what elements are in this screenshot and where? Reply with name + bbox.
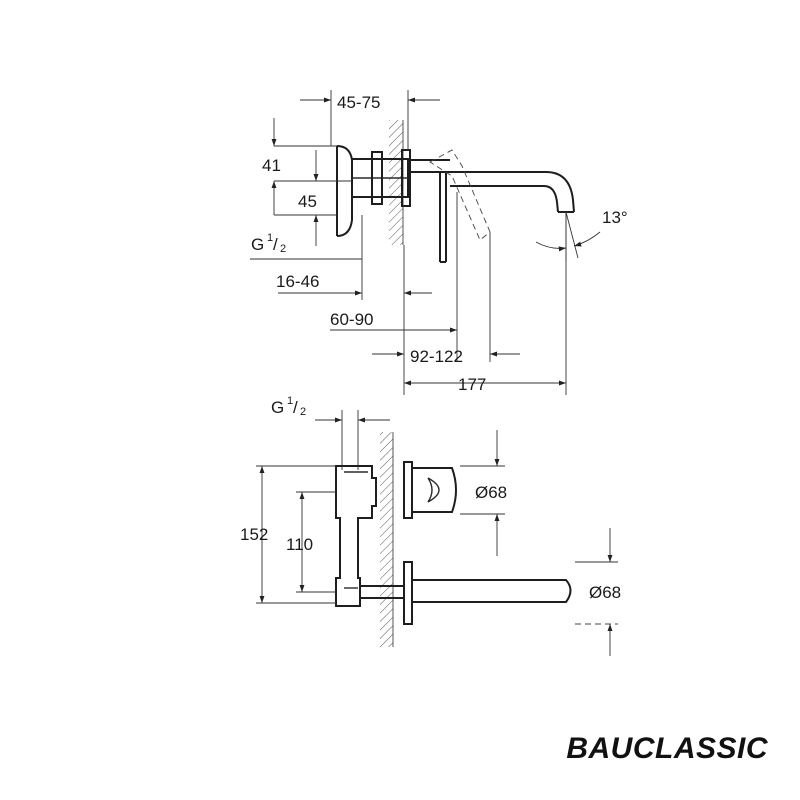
svg-text:2: 2 — [300, 406, 306, 418]
spout-top — [450, 171, 575, 213]
wall-section-top — [389, 120, 403, 245]
dim-total-height: 152 — [240, 525, 268, 544]
svg-text:2: 2 — [280, 243, 286, 255]
dim-height-top: 41 — [262, 156, 281, 175]
dim-thread-top: G — [251, 235, 264, 254]
concealed-body — [335, 465, 377, 607]
dim-inner-height: 110 — [286, 535, 313, 554]
brand-logo-text: BAUCLASSIC — [566, 732, 768, 765]
handle-rosette — [403, 461, 413, 519]
svg-text:/: / — [293, 398, 298, 417]
dim-range-b: 60-90 — [330, 310, 373, 329]
svg-text:1: 1 — [287, 395, 293, 407]
dim-thread-bottom: G — [271, 398, 284, 417]
dim-spout-length: 177 — [458, 375, 486, 394]
spout-rosette — [403, 561, 413, 625]
handle — [412, 467, 457, 513]
svg-text:/: / — [273, 235, 278, 254]
dim-height-mid: 45 — [298, 192, 317, 211]
side-view: 45-75 41 45 G 1 / 2 16-46 60-90 92-122 1… — [250, 90, 628, 395]
cover-plate-top — [336, 145, 353, 237]
spout-front — [412, 579, 572, 603]
svg-text:1: 1 — [267, 232, 273, 244]
dim-wall-depth: 45-75 — [337, 93, 380, 112]
dim-handle-diameter: Ø68 — [475, 483, 507, 502]
dim-range-a: 16-46 — [276, 272, 319, 291]
front-view: G 1 / 2 152 11 — [240, 395, 621, 656]
dim-spout-diameter: Ø68 — [589, 583, 621, 602]
dim-range-c: 92-122 — [410, 347, 463, 366]
wall-section-bottom — [380, 432, 393, 647]
dim-angle: 13° — [602, 208, 628, 227]
